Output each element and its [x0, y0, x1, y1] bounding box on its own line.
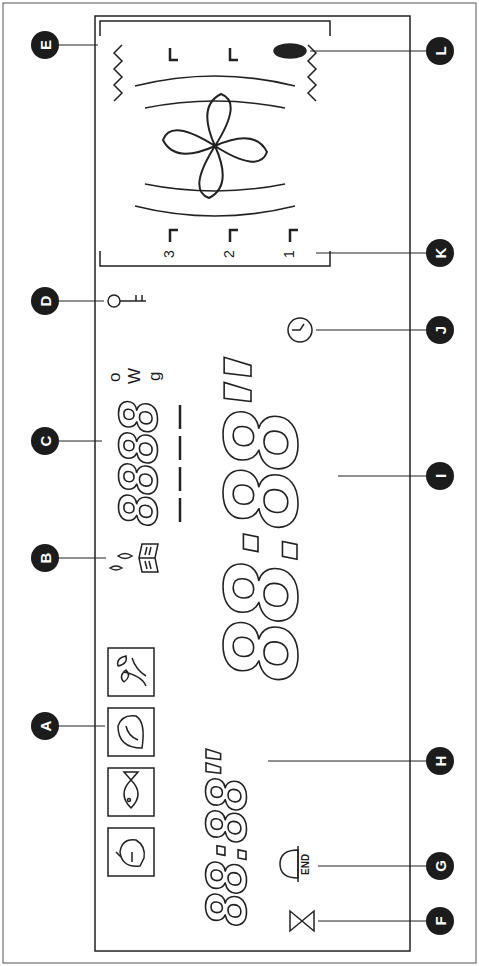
callout-letter: C: [38, 436, 53, 447]
callout-letter: B: [38, 553, 53, 564]
callout-circle: D: [31, 287, 59, 315]
timer-digits: 88:88″: [198, 751, 256, 926]
rack-level-marks: [170, 230, 298, 242]
callout-circle: L: [426, 37, 454, 65]
callout-circle: H: [426, 747, 454, 775]
end-bell-icon: [280, 846, 298, 882]
callout-letter: A: [38, 721, 53, 732]
callout-letter: I: [433, 474, 448, 478]
callout-letter: E: [38, 40, 53, 50]
page-frame: [3, 3, 476, 963]
steam-and-recipe-icons: [110, 544, 158, 572]
callout-circle: A: [31, 712, 59, 740]
callout-letter: J: [433, 326, 448, 334]
callout-circle: B: [31, 544, 59, 572]
food-icons: [108, 648, 154, 876]
callout-letter: K: [433, 248, 448, 259]
callout-letter: D: [38, 296, 53, 307]
callout-letter: G: [433, 860, 448, 872]
clock-digits: 88:88″: [208, 361, 313, 681]
unit-symbol: g: [146, 372, 163, 381]
callout-circle: G: [426, 852, 454, 880]
callout-circle: J: [426, 316, 454, 344]
callout-circle: K: [426, 239, 454, 267]
rack-number: 1: [282, 250, 296, 258]
fan-blades: [163, 94, 267, 198]
callout-circle: C: [31, 427, 59, 455]
unit-symbol: W: [126, 368, 143, 384]
clock-icon: [288, 318, 312, 342]
callout-letter: H: [433, 756, 448, 767]
segment-digits: 8888: [110, 401, 166, 526]
callout-letter: F: [433, 916, 448, 925]
hourglass-icon: [290, 911, 314, 931]
rack-number: 3: [162, 250, 176, 258]
callout-circle: E: [31, 31, 59, 59]
callout-letter: L: [433, 46, 448, 55]
end-text: END: [301, 854, 311, 875]
display-frame: [95, 16, 410, 951]
rack-number: 2: [222, 250, 236, 258]
callout-circle: I: [426, 462, 454, 490]
callout-circle: F: [426, 907, 454, 935]
segment-bars: [179, 405, 182, 522]
oven-light: [274, 44, 306, 58]
key-lock-icon: [108, 295, 146, 307]
unit-symbol: o: [106, 373, 123, 382]
oven-cavity: [100, 21, 330, 266]
